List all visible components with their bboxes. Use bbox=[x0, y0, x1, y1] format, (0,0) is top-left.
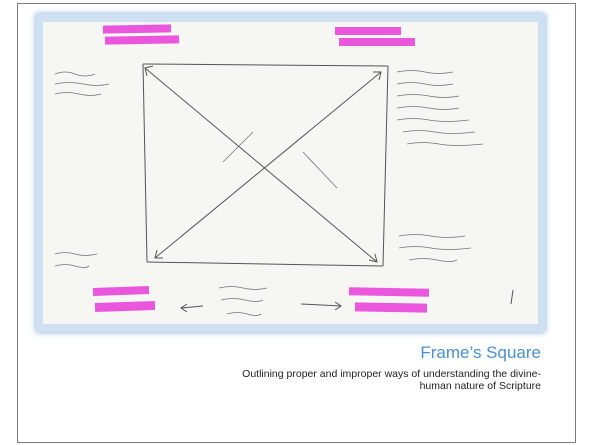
square bbox=[142, 63, 389, 267]
frames-square-photo bbox=[43, 22, 538, 324]
handwriting-scribbles bbox=[54, 70, 484, 316]
arrowheads bbox=[144, 65, 514, 313]
highlighter-marks bbox=[92, 24, 430, 313]
slide-border bbox=[17, 3, 576, 443]
slide-title: Frame’s Square bbox=[420, 343, 541, 362]
paper bbox=[43, 22, 538, 324]
slide-subtitle: Outlining proper and improper ways of un… bbox=[242, 368, 541, 392]
